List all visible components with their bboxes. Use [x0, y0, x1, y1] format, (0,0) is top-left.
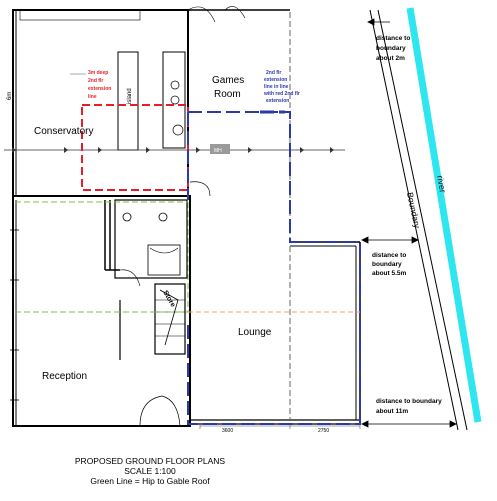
caption-scale: SCALE 1:100: [124, 466, 176, 476]
red-note: 3m deep 2nd flr extension line: [88, 70, 111, 100]
svg-text:about 11m: about 11m: [376, 408, 408, 415]
distance-note-11m: distance to boundary about 11m: [376, 398, 442, 415]
blue-note: 2nd flr extension line in line with red …: [263, 70, 300, 104]
distance-arrows: [361, 18, 457, 428]
svg-text:distance to: distance to: [376, 35, 410, 42]
svg-text:2nd flr: 2nd flr: [266, 70, 281, 76]
svg-text:extension: extension: [266, 98, 289, 104]
red-extension-line: [81, 104, 189, 191]
svg-text:distance to: distance to: [372, 252, 406, 259]
caption-title: PROPOSED GROUND FLOOR PLANS: [74, 456, 226, 466]
island-label: island: [127, 88, 133, 104]
boundary-line-2: [377, 9, 468, 431]
section-line: [4, 147, 345, 153]
left-dimension-label: 6m: [7, 92, 13, 100]
svg-text:boundary: boundary: [376, 45, 406, 52]
caption-legend: Green Line = Hip to Gable Roof: [90, 476, 210, 486]
svg-text:with red 2nd flr: with red 2nd flr: [263, 91, 300, 97]
svg-text:3m deep: 3m deep: [88, 70, 108, 76]
svg-text:about 5.5m: about 5.5m: [372, 270, 407, 277]
dimension-3600: 3600: [222, 428, 233, 434]
room-label-games-2: Room: [214, 89, 241, 100]
distance-note-5-5m: distance to boundary about 5.5m: [372, 252, 407, 277]
manhole-marker: [210, 144, 230, 154]
boundary-label: Boundary: [405, 191, 423, 229]
room-label-games-1: Games: [212, 75, 244, 86]
boundary-line-1: [369, 9, 459, 431]
svg-text:extension: extension: [88, 86, 111, 92]
dimension-2750: 2750: [318, 428, 329, 434]
dimension-line: [199, 423, 361, 429]
room-label-lounge: Lounge: [238, 327, 272, 338]
river-line: [406, 7, 482, 423]
svg-text:about 2m: about 2m: [376, 55, 405, 62]
blue-extension-line: [187, 110, 361, 425]
svg-text:line in line: line in line: [264, 84, 289, 90]
room-label-reception: Reception: [42, 371, 87, 382]
svg-text:line: line: [88, 94, 97, 100]
svg-text:boundary: boundary: [372, 261, 402, 268]
green-gable-line: [15, 201, 189, 313]
walls: [10, 6, 361, 427]
svg-text:extension: extension: [264, 77, 287, 83]
river-label: river: [435, 175, 448, 194]
room-label-conservatory: Conservatory: [34, 126, 93, 137]
svg-text:distance to boundary: distance to boundary: [376, 398, 442, 405]
svg-text:2nd flr: 2nd flr: [88, 78, 103, 84]
manhole-label: MH: [214, 148, 222, 154]
room-label-store: Store: [161, 290, 176, 309]
plan-caption: PROPOSED GROUND FLOOR PLANS SCALE 1:100 …: [40, 456, 260, 486]
distance-note-2m: distance to boundary about 2m: [376, 35, 410, 62]
